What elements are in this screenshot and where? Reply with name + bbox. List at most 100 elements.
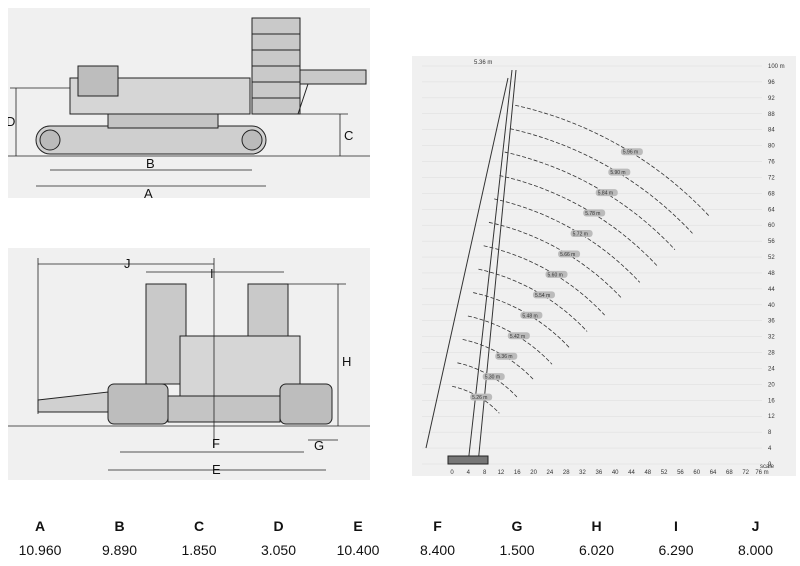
y-tick-label: 48 (768, 271, 775, 277)
dimension-letter: A (34, 518, 46, 534)
radius-label: 5.54 m (535, 293, 550, 299)
dimension-column: F 8.400 (398, 518, 478, 558)
dimension-letter: I (674, 518, 678, 534)
radius-label-bg (470, 393, 493, 401)
boom-foot (299, 69, 367, 85)
radius-label: 5.30 m (485, 375, 500, 381)
radius-label-bg (595, 189, 618, 197)
dim-label-D: D (8, 114, 15, 129)
x-tick-label: 36 (595, 470, 602, 476)
dim-label-G: G (314, 438, 324, 453)
radius-label: 5.84 m (598, 191, 613, 197)
dimension-value: 3.050 (260, 542, 297, 558)
x-tick-label: 24 (547, 470, 554, 476)
radius-label-bg (545, 270, 568, 278)
dimension-letter: F (433, 518, 442, 534)
y-tick-label: 76 (768, 160, 775, 166)
radius-label: 5.78 m (585, 211, 600, 217)
y-tick-label: 100 m (768, 64, 785, 70)
radius-arc (499, 175, 658, 267)
boom-tip-label: 5.36 m (474, 60, 492, 66)
dimension-column: A 10.960 (0, 518, 80, 558)
y-tick-label: 80 (768, 144, 775, 150)
dimension-letter: G (511, 518, 523, 534)
rear-view-panel: J I H F E G (8, 248, 370, 480)
x-tick-label: 44 (628, 470, 635, 476)
y-tick-label: 72 (768, 175, 775, 181)
dim-label-A: A (144, 186, 153, 198)
x-tick-label: 72 (742, 470, 749, 476)
x-tick-label: 52 (661, 470, 668, 476)
dim-label-I: I (210, 266, 214, 281)
radius-label: 5.72 m (573, 232, 588, 238)
radius-label-bg (520, 311, 543, 319)
y-tick-label: 52 (768, 255, 775, 261)
radius-label-bg (507, 332, 530, 340)
y-tick-label: 24 (768, 366, 775, 372)
dimension-letter: H (591, 518, 602, 534)
dim-label-E: E (212, 462, 221, 477)
side-view-panel: D C B A (8, 8, 370, 198)
y-tick-label: 12 (768, 414, 775, 420)
x-tick-label: 64 (710, 470, 717, 476)
counterweight-left (145, 283, 187, 385)
radius-label-bg (532, 291, 555, 299)
dimension-value: 10.960 (18, 542, 62, 558)
dimension-value: 8.000 (737, 542, 774, 558)
dim-label-H: H (342, 354, 351, 369)
radius-label-bg (620, 148, 643, 156)
radius-arc (509, 128, 693, 234)
dimension-column: G 1.500 (477, 518, 557, 558)
x-tick-label: 56 (677, 470, 684, 476)
x-tick-label: 60 (693, 470, 700, 476)
x-tick-label: 68 (726, 470, 733, 476)
dimension-letter: E (353, 518, 363, 534)
crawler-track (35, 125, 267, 155)
y-tick-label: 32 (768, 335, 775, 341)
radius-label: 5.66 m (560, 252, 575, 258)
y-axis-ticks: 100 m96928884807672686460565248444036322… (768, 64, 785, 468)
radius-labels: 5.96 m 5.90 m 5.84 m 5.78 m 5.72 m 5.66 m 5.60… (470, 148, 643, 401)
radius-label-bg (495, 352, 518, 360)
dimension-value: 8.400 (419, 542, 456, 558)
dimension-letter: C (193, 518, 205, 534)
dim-label-J: J (124, 256, 131, 271)
radius-arc (488, 221, 623, 300)
y-tick-label: 44 (768, 287, 775, 293)
dimension-value: 1.500 (499, 542, 535, 558)
x-tick-label: 0 (450, 470, 454, 476)
y-tick-label: 56 (768, 239, 775, 245)
crane-base (447, 455, 489, 465)
radius-label: 5.96 m (623, 150, 638, 156)
working-range-svg: 5.36 m 100 m9692888480767268646056524844… (422, 60, 785, 476)
y-tick-label: 96 (768, 80, 775, 86)
y-tick-label: 16 (768, 398, 775, 404)
radius-label-bg (558, 250, 581, 258)
y-tick-label: 60 (768, 223, 775, 229)
radius-arc (515, 104, 711, 218)
dim-label-C: C (344, 128, 353, 143)
radius-arc (457, 362, 518, 398)
y-tick-label: 84 (768, 128, 775, 134)
radius-arc (494, 198, 641, 283)
carbody-rear (167, 395, 281, 423)
superstructure-rear (179, 335, 301, 397)
y-tick-label: 40 (768, 303, 775, 309)
dimension-letter: J (751, 518, 760, 534)
y-tick-label: 4 (768, 446, 772, 452)
y-tick-label: 0 (768, 462, 772, 468)
radius-label: 5.60 m (548, 272, 563, 278)
radius-label: 5.90 m (610, 170, 625, 176)
y-tick-label: 20 (768, 382, 775, 388)
x-tick-label: 20 (530, 470, 537, 476)
x-tick-label: 76 m (755, 470, 768, 476)
track-left (107, 383, 169, 425)
chart-grid (422, 65, 762, 465)
x-tick-label: 8 (483, 470, 487, 476)
track-right (279, 383, 333, 425)
x-tick-label: 12 (498, 470, 505, 476)
